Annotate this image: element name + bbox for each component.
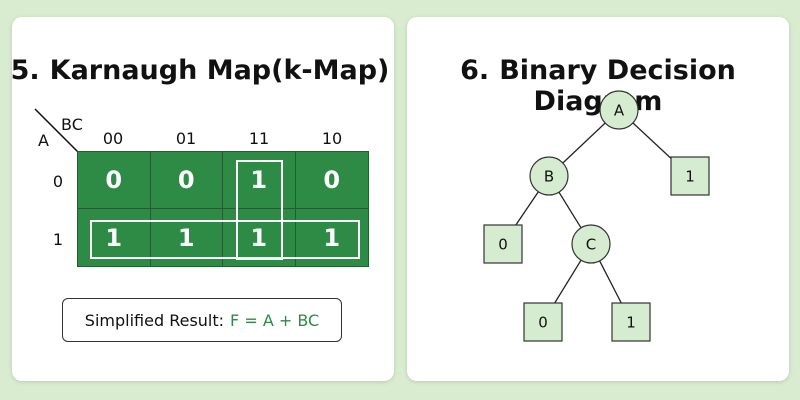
kmap-col-header: 01 xyxy=(175,129,197,148)
bdd-edge-c-t0b xyxy=(554,259,582,304)
bdd-panel: 6. Binary Decision Diagram xyxy=(407,17,789,381)
bdd-title-number: 6. xyxy=(460,55,490,86)
kmap-cell: 0 xyxy=(150,152,223,209)
bdd-terminal-node-0 xyxy=(483,224,523,264)
kmap-title-text: Karnaugh Map(k-Map) xyxy=(49,55,390,86)
bdd-terminal-node-1 xyxy=(611,302,651,342)
bdd-title-text: Binary Decision Diagram xyxy=(499,55,736,117)
kmap-grid: 0 0 1 0 1 1 1 1 xyxy=(77,151,369,267)
kmap-cell: 1 xyxy=(78,209,151,266)
bdd-terminal-node-1 xyxy=(670,156,710,196)
kmap-row-header: 0 xyxy=(52,172,64,191)
result-label: Simplified Result: xyxy=(84,310,225,330)
kmap-cell: 0 xyxy=(295,152,368,209)
bdd-node-label: 1 xyxy=(685,168,695,186)
bdd-edge-a-b xyxy=(562,122,606,164)
bdd-node-label: B xyxy=(544,168,554,186)
bdd-edge-b-t0a xyxy=(515,191,539,226)
kmap-col-header: 00 xyxy=(102,129,124,148)
bdd-decision-node-b xyxy=(529,156,569,196)
kmap-cell: 1 xyxy=(223,152,296,209)
kmap-col-variable: BC xyxy=(61,115,83,134)
bdd-terminal-node-0 xyxy=(523,302,563,342)
bdd-node-label: 0 xyxy=(498,236,508,254)
kmap-cell: 1 xyxy=(151,209,223,266)
bdd-edge-b-c xyxy=(558,191,582,229)
kmap-row-header: 1 xyxy=(52,230,64,249)
bdd-node-label: C xyxy=(586,236,596,254)
kmap-title-number: 5. xyxy=(10,55,40,86)
kmap-row-variable: A xyxy=(38,131,49,150)
simplified-result-box: Simplified Result: F = A + BC xyxy=(62,298,342,342)
kmap-title: 5. Karnaugh Map(k-Map) xyxy=(6,55,394,86)
kmap-cell: 0 xyxy=(78,152,151,209)
bdd-decision-node-c xyxy=(571,224,611,264)
kmap-col-header: 11 xyxy=(248,129,270,148)
kmap-cell: 1 xyxy=(323,223,341,252)
bdd-node-label: 1 xyxy=(626,314,636,332)
kmap-cell: 1 xyxy=(223,209,296,266)
bdd-node-label: A xyxy=(614,102,625,120)
bdd-edge-c-t1b xyxy=(599,260,622,304)
bdd-decision-node-a xyxy=(599,90,639,130)
result-expression: F = A + BC xyxy=(230,310,320,330)
kmap-col-header: 10 xyxy=(321,129,343,148)
bdd-edge-a-t1 xyxy=(632,122,672,159)
bdd-title: 6. Binary Decision Diagram xyxy=(407,55,789,117)
bdd-node-label: 0 xyxy=(538,314,548,332)
